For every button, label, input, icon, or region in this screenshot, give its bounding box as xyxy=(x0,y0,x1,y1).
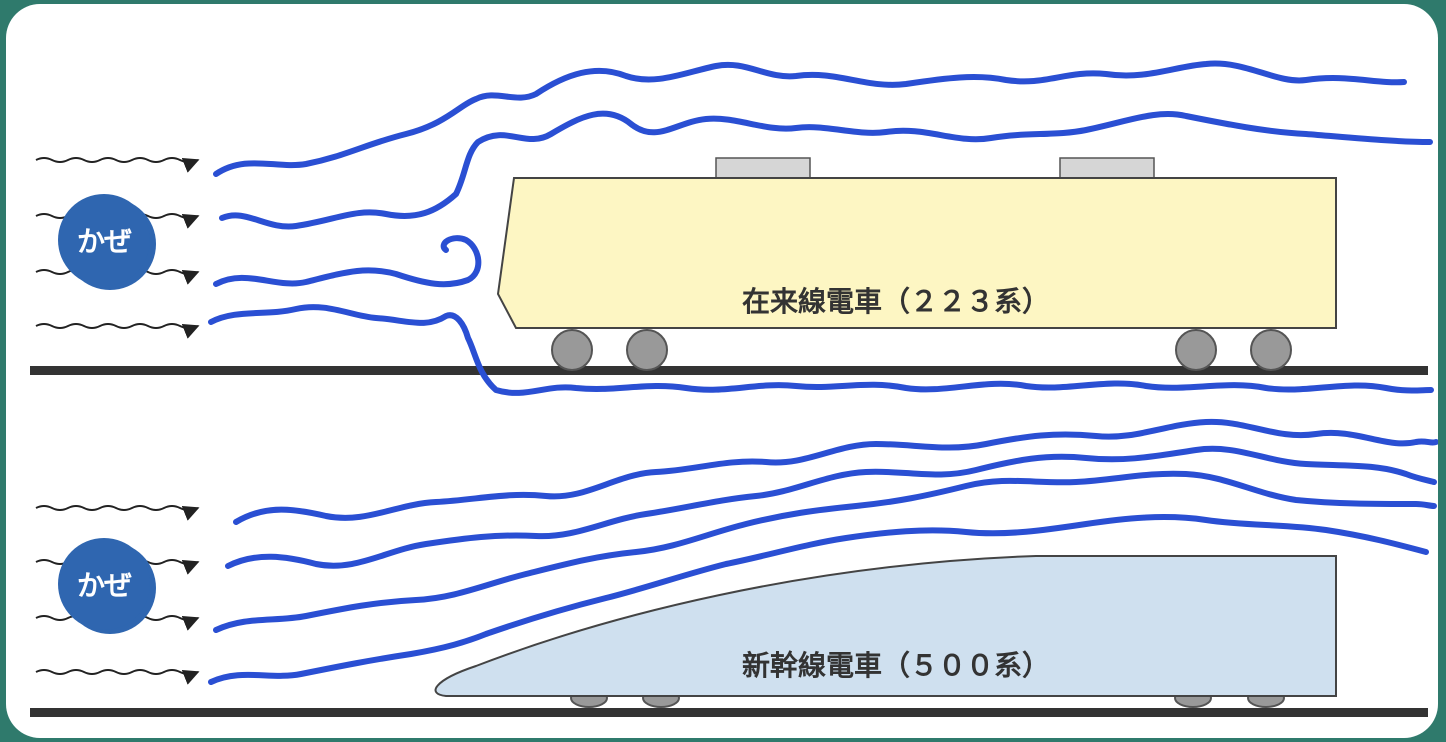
pantograph-base-rear xyxy=(1059,157,1155,179)
wavy-arrow-icon xyxy=(35,505,200,521)
airflow-diagram xyxy=(30,60,1438,717)
bottom-rail xyxy=(30,708,1428,717)
diagram-panel: かぜ 在来線電車（２２３系） かぜ 新幹線電車（５００系） xyxy=(6,4,1438,738)
train-body xyxy=(434,555,1337,697)
conventional-train-label: 在来線電車（２２３系） xyxy=(742,285,1051,318)
wavy-arrow-icon xyxy=(35,323,200,339)
wavy-arrow-icon xyxy=(35,669,200,685)
train-body xyxy=(496,177,1337,329)
wind-badge-bottom: かぜ xyxy=(58,538,150,630)
wheel-icon xyxy=(1175,329,1217,371)
wheel-icon xyxy=(626,329,668,371)
shinkansen-train xyxy=(434,555,1337,708)
pantograph-base-front xyxy=(715,157,811,179)
top-rail xyxy=(30,366,1428,375)
bottom-airflow xyxy=(208,418,1438,685)
shinkansen-train-label: 新幹線電車（５００系） xyxy=(742,649,1051,682)
wavy-arrow-icon xyxy=(35,157,200,173)
wheel-icon xyxy=(1250,329,1292,371)
top-airflow xyxy=(208,60,1434,396)
wheel-icon xyxy=(551,329,593,371)
wind-badge-top: かぜ xyxy=(58,194,150,286)
conventional-train xyxy=(496,157,1337,371)
